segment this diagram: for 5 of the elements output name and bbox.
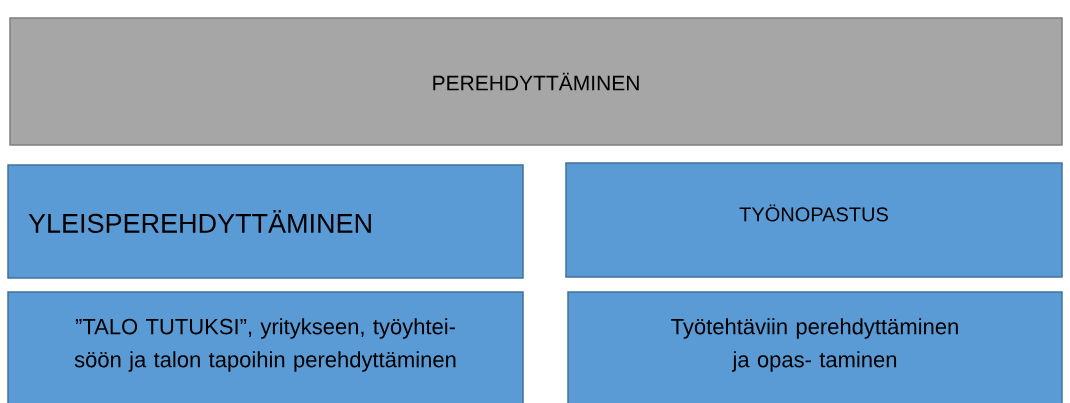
description-box: Työtehtäviin perehdyttäminen ja opas- taminen	[567, 291, 1063, 403]
category-box: TYÖNOPASTUS	[565, 162, 1063, 278]
heading-box: PEREHDYTTÄMINEN	[9, 17, 1063, 146]
description-box: ”TALO TUTUKSI”, yritykseen, työyhtei- söön ja talon tapoihin perehdyttäminen	[7, 291, 524, 403]
category-box: YLEISPEREHDYTTÄMINEN	[7, 164, 524, 279]
